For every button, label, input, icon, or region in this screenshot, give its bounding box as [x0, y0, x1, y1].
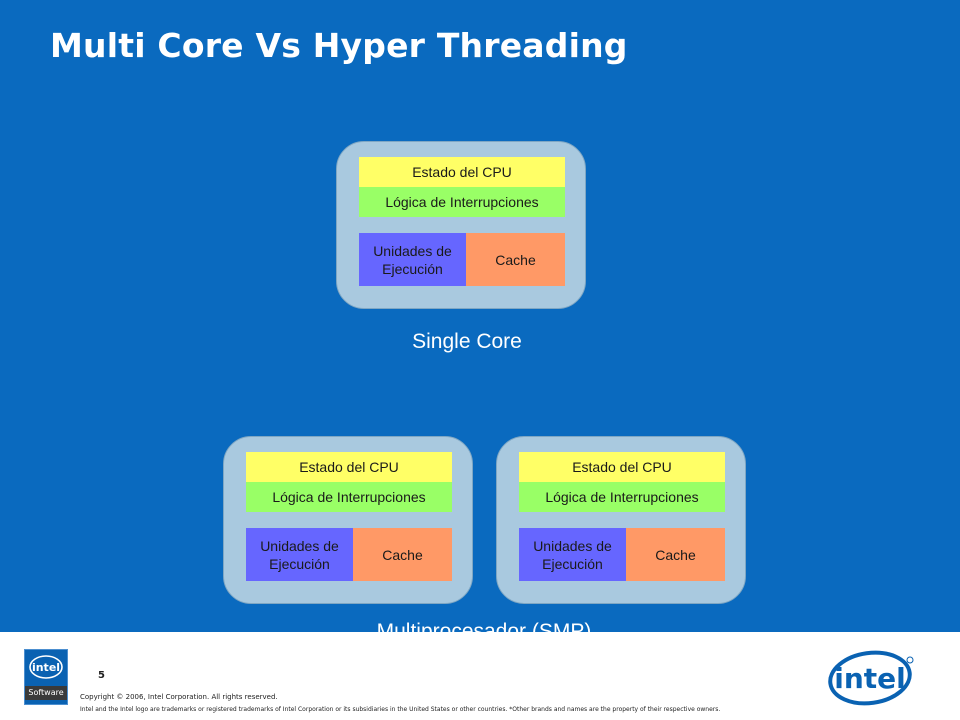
smp-core-1-box: Estado del CPU Lógica de Interrupciones …	[223, 436, 473, 604]
cpu-state-block: Estado del CPU	[359, 157, 565, 187]
copyright-text: Copyright © 2006, Intel Corporation. All…	[80, 693, 278, 701]
single-core-box: Estado del CPU Lógica de Interrupciones …	[336, 141, 586, 309]
cache-block: Cache	[353, 528, 452, 581]
interrupt-logic-block: Lógica de Interrupciones	[359, 187, 565, 217]
cpu-state-block: Estado del CPU	[519, 452, 725, 482]
execution-units-block: Unidades de Ejecución	[246, 528, 353, 581]
page-number: 5	[98, 670, 105, 681]
cpu-state-block: Estado del CPU	[246, 452, 452, 482]
trademark-text: Intel and the Intel logo are trademarks …	[80, 706, 721, 713]
interrupt-logic-block: Lógica de Interrupciones	[246, 482, 452, 512]
software-label: Software	[25, 686, 67, 700]
intel-software-logo: intel Software	[24, 649, 68, 705]
cache-block: Cache	[466, 233, 565, 286]
execution-units-block: Unidades de Ejecución	[359, 233, 466, 286]
interrupt-logic-block: Lógica de Interrupciones	[519, 482, 725, 512]
single-core-caption: Single Core	[412, 330, 522, 353]
intel-swirl-icon: intel	[29, 655, 63, 679]
svg-text:intel: intel	[32, 661, 60, 674]
slide-title: Multi Core Vs Hyper Threading	[50, 26, 628, 65]
smp-core-2-box: Estado del CPU Lógica de Interrupciones …	[496, 436, 746, 604]
intel-logo-text: intel	[834, 662, 906, 695]
execution-units-block: Unidades de Ejecución	[519, 528, 626, 581]
footer: intel Software 5 Copyright © 2006, Intel…	[0, 632, 960, 720]
intel-logo: intel	[828, 650, 914, 706]
cache-block: Cache	[626, 528, 725, 581]
